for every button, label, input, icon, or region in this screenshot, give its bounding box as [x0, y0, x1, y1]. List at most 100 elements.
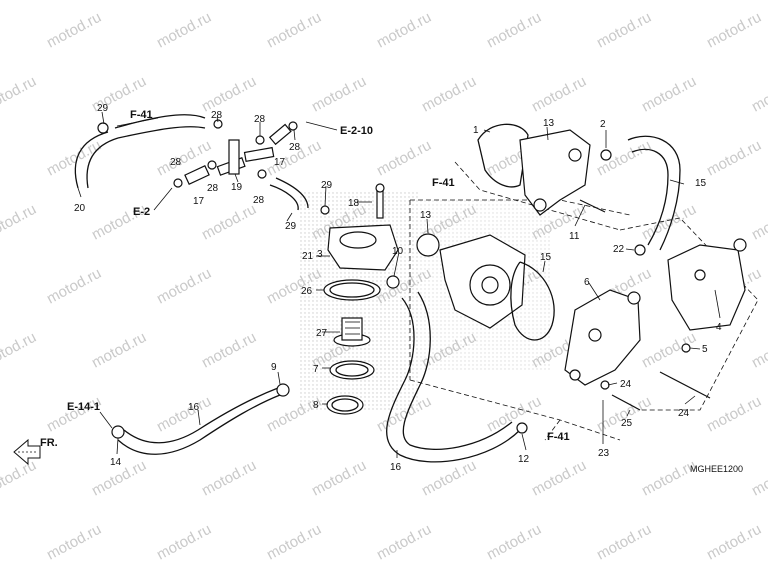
hose-14	[117, 387, 281, 455]
watermark-text: motod.ru	[154, 521, 214, 564]
seals	[323, 279, 381, 415]
watermark-text: motod.ru	[154, 9, 214, 52]
part-number-label: 3	[317, 249, 323, 260]
part-number-label: 27	[316, 328, 328, 339]
watermark-text: motod.ru	[639, 73, 699, 116]
part-number-label: 28	[254, 114, 266, 125]
watermark-text: motod.ru	[749, 457, 768, 500]
part-number-label: 22	[613, 244, 625, 255]
watermark-text: motod.ru	[374, 9, 434, 52]
part-number-label: 26	[301, 286, 313, 297]
watermark-text: motod.ru	[0, 329, 39, 372]
watermark-text: motod.ru	[199, 329, 259, 372]
watermark-text: motod.ru	[199, 457, 259, 500]
watermark-text: motod.ru	[639, 201, 699, 244]
water-pump	[416, 233, 555, 341]
watermark-text: motod.ru	[264, 9, 324, 52]
part-number-label: 10	[392, 246, 404, 257]
watermark-text: motod.ru	[309, 73, 369, 116]
part-number-label: 9	[271, 362, 277, 373]
watermark-text: motod.ru	[0, 457, 39, 500]
watermark-text: motod.ru	[44, 521, 104, 564]
part-number-label: 24	[620, 379, 632, 390]
reference-label: F-41	[130, 109, 153, 121]
watermark-text: motod.ru	[484, 393, 544, 436]
reference-label: E-2	[133, 206, 150, 218]
part-number-label: 16	[188, 402, 200, 413]
part-number-label: 24	[678, 408, 690, 419]
watermark-text: motod.ru	[309, 457, 369, 500]
watermark-text: motod.ru	[704, 137, 764, 180]
part-number-label: 28	[253, 195, 265, 206]
reference-label: E-14-1	[67, 401, 100, 413]
lower-clamps	[111, 275, 528, 439]
hose-20	[74, 114, 206, 189]
part-number-label: 19	[231, 182, 243, 193]
watermark-text: motod.ru	[199, 201, 259, 244]
watermark-text: motod.ru	[0, 73, 39, 116]
part-number-label: 21	[302, 251, 314, 262]
part-number-label: 20	[74, 203, 86, 214]
part-number-label: 2	[600, 119, 606, 130]
part-number-label: 25	[621, 418, 633, 429]
watermark-text: motod.ru	[594, 9, 654, 52]
hose-12	[385, 291, 521, 463]
part-number-label: 23	[598, 448, 610, 459]
small-hoses	[184, 123, 309, 211]
part-number-label: 28	[207, 183, 219, 194]
watermark-text: motod.ru	[44, 265, 104, 308]
part-number-label: 28	[289, 142, 301, 153]
part-number-label: 8	[313, 400, 319, 411]
watermark-text: motod.ru	[639, 329, 699, 372]
watermark-text: motod.ru	[704, 393, 764, 436]
part-number-label: 29	[285, 221, 297, 232]
part-number-label: 7	[313, 364, 319, 375]
watermark-text: motod.ru	[44, 393, 104, 436]
watermark-text: motod.ru	[749, 329, 768, 372]
reference-label: E-2-10	[340, 125, 373, 137]
watermark-text: motod.ru	[419, 457, 479, 500]
watermark-text: motod.ru	[89, 329, 149, 372]
part-number-label: 29	[97, 103, 109, 114]
part-number-label: 12	[518, 454, 530, 465]
part-number-label: 15	[540, 252, 552, 263]
part-number-label: 13	[420, 210, 432, 221]
watermark-text: motod.ru	[594, 521, 654, 564]
part-number-label: 29	[321, 180, 333, 191]
part-number-label: 13	[543, 118, 555, 129]
part-number-label: 14	[110, 457, 122, 468]
part-number-label: 11	[569, 231, 580, 242]
cover-5	[667, 238, 747, 331]
watermark-text: motod.ru	[44, 137, 104, 180]
part-number-label: 17	[274, 157, 286, 168]
watermark-text: motod.ru	[0, 201, 39, 244]
part-number-label: 28	[211, 110, 223, 121]
watermark-text: motod.ru	[199, 73, 259, 116]
part-number-label: 1	[473, 125, 479, 136]
watermark-text: motod.ru	[374, 521, 434, 564]
part-number-label: 18	[348, 198, 360, 209]
watermark-text: motod.ru	[749, 201, 768, 244]
watermark-text: motod.ru	[704, 9, 764, 52]
thermostat-housing	[327, 183, 399, 271]
watermark-text: motod.ru	[529, 73, 589, 116]
part-number-label: 6	[584, 277, 590, 288]
reference-label: F-41	[432, 177, 455, 189]
thermostat	[333, 317, 371, 347]
leader-lines	[77, 111, 721, 458]
watermark-text: motod.ru	[264, 521, 324, 564]
part-number-label: 17	[193, 196, 205, 207]
part-number-label: 5	[702, 344, 708, 355]
watermark-text: motod.ru	[154, 265, 214, 308]
bolts	[579, 149, 711, 411]
part-number-label: 16	[390, 462, 402, 473]
diagram-code: MGHEE1200	[690, 464, 743, 474]
front-label: FR.	[40, 437, 58, 449]
front-arrow	[13, 438, 41, 466]
part-number-label: 15	[695, 178, 707, 189]
watermark-text: motod.ru	[484, 521, 544, 564]
watermark-text: motod.ru	[44, 9, 104, 52]
clamps	[97, 119, 330, 215]
